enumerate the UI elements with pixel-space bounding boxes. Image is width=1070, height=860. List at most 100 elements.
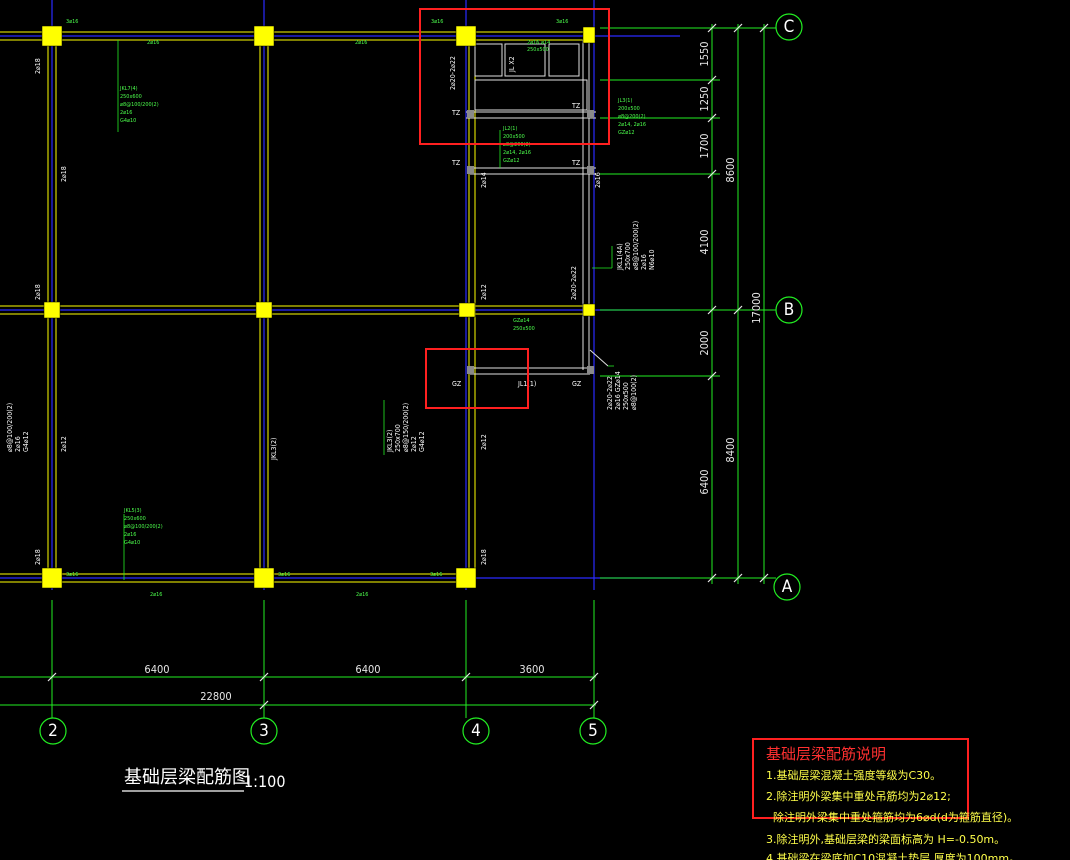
dim-right-2000: 2000 — [698, 330, 711, 355]
col-label-6: 2⌀12 — [480, 434, 488, 450]
rebar-label-a: 2⌀20-2⌀22 — [449, 56, 457, 90]
dim-right-1550: 1550 — [698, 41, 711, 66]
jkl7-line-2: 250x600 — [120, 94, 142, 100]
label-top-bar-c: 3⌀16 — [556, 19, 568, 25]
gz-line-2: 250x500 — [513, 326, 535, 332]
label-bot-bar-a: 2⌀16 — [147, 40, 159, 46]
col-label-2: 2⌀18 — [34, 284, 42, 300]
label-bottom-3b: 3⌀16 — [278, 572, 290, 578]
col-label-3: 2⌀18 — [34, 549, 42, 565]
jl1b-line-2: 2⌀16 GZ⌀14 — [614, 371, 622, 410]
col-label-4: 2⌀18 — [60, 166, 68, 182]
jkl7-line-3: ⌀8@100/200(2) — [120, 102, 159, 108]
rebar-label-b: 2⌀20-2⌀22 — [570, 266, 578, 300]
jl1b-line-4: ⌀8@100(2) — [630, 375, 638, 410]
drawing-scale: 1:100 — [244, 772, 285, 791]
jkl1-annotation: JKL1(4A) 250x700 ⌀8@100/200(2) 2⌀16 N6⌀1… — [616, 221, 656, 271]
jlx2-label: JL X2 — [508, 56, 516, 73]
highlight-boxes — [419, 8, 969, 819]
jkl3-annotation: JKL3(2) 250x700 ⌀8@150/200(2) 2⌀12 G4⌀12 — [386, 403, 426, 453]
col-label-7: 2⌀12 — [480, 284, 488, 300]
label-bottom-2a: 2⌀16 — [150, 592, 162, 598]
gz-label-1: GZ — [452, 380, 462, 388]
label-top-bar-b: 3⌀16 — [431, 19, 443, 25]
jkl1-line-1: JKL1(4A) — [616, 243, 624, 271]
gz-label-2: GZ — [572, 380, 582, 388]
gz-annotation: GZ⌀14 250x500 — [513, 318, 535, 332]
col-label-1: 2⌀18 — [34, 58, 42, 74]
side-left-line-1: ⌀8@100/200(2) — [6, 403, 14, 452]
beam-lines — [0, 31, 592, 583]
side-left-annotation: ⌀8@100/200(2) 2⌀16 G4⌀12 — [6, 403, 30, 452]
jkl3-line-3: ⌀8@150/200(2) — [402, 403, 410, 452]
jkl5-line-2: 250x600 — [124, 516, 146, 522]
leader-lines — [117, 40, 614, 580]
jkl5-line-4: 2⌀16 — [124, 532, 136, 538]
jkl1-line-2: 250x700 — [624, 242, 632, 270]
axis-label-4: 4 — [471, 721, 481, 741]
jkl3-line-1: JKL3(2) — [386, 430, 394, 453]
notes-line-3: 除注明外梁集中重处箍筋均为6⌀d(d为箍筋直径)。 — [766, 810, 1018, 824]
notes-line-1: 1.基础层梁混凝土强度等级为C30。 — [766, 768, 941, 782]
dimension-lines — [0, 24, 776, 718]
jl-small-annotation: 2⌀16 ⌀14 250x500 — [527, 40, 550, 53]
notes-panel: 基础层梁配筋说明 1.基础层梁混凝土强度等级为C30。 2.除注明外梁集中重处吊… — [766, 745, 1020, 860]
axis-label-2: 2 — [48, 721, 58, 741]
jkl1-line-3: ⌀8@100/200(2) — [632, 221, 640, 270]
jkl7-line-4: 2⌀16 — [120, 110, 132, 116]
side-left-line-3: G4⌀12 — [22, 431, 30, 452]
jl2-line-2: 200x500 — [503, 134, 525, 140]
rebar-label-d: 2⌀16 — [594, 172, 602, 188]
jl1b-annotation: 2⌀20-2⌀22 2⌀16 GZ⌀14 250x500 ⌀8@100(2) — [606, 371, 638, 410]
dim-bottom-total: 22800 — [200, 690, 231, 703]
dim-right-8600: 8600 — [724, 157, 737, 182]
highlight-box-top — [419, 8, 610, 145]
jl3-line-3: ⌀8@200(2) — [618, 114, 646, 120]
axis-grid — [0, 0, 680, 590]
dim-right-8400: 8400 — [724, 437, 737, 462]
jl-small-line-1: 2⌀16 ⌀14 — [527, 40, 550, 46]
jl3-line-1: JL3(1) — [617, 98, 632, 104]
secondary-beams — [466, 40, 609, 375]
jkl3-line-2: 250x700 — [394, 424, 402, 452]
highlight-box-notes — [752, 738, 969, 819]
jkl5-line-3: ⌀8@100/200(2) — [124, 524, 163, 530]
label-bot-bar-b: 2⌀16 — [355, 40, 367, 46]
small-posts — [467, 110, 594, 374]
dim-right-total: 17000 — [750, 292, 763, 323]
notes-title: 基础层梁配筋说明 — [766, 745, 886, 763]
jl-small-line-2: 250x500 — [527, 47, 549, 53]
jkl7-annotation: JKL7(4) 250x600 ⌀8@100/200(2) 2⌀16 G4⌀10 — [119, 86, 159, 124]
columns — [41, 25, 596, 589]
label-bottom-2b: 2⌀16 — [356, 592, 368, 598]
label-bottom-3a: 3⌀16 — [66, 572, 78, 578]
jl3-line-2: 200x500 — [618, 106, 640, 112]
highlight-box-mid — [425, 348, 529, 409]
gz-line-1: GZ⌀14 — [513, 318, 530, 324]
axis-label-B: B — [784, 300, 795, 320]
drawing-title: 基础层梁配筋图 — [124, 767, 250, 788]
axis-label-3: 3 — [259, 721, 269, 741]
col-label-5: 2⌀12 — [60, 436, 68, 452]
dim-right-6400: 6400 — [698, 469, 711, 494]
side-left-line-2: 2⌀16 — [14, 436, 22, 452]
jl2-line-4: 2⌀14, 2⌀16 — [503, 150, 531, 156]
jkl1-line-5: N6⌀10 — [648, 249, 656, 270]
axis-label-A: A — [782, 577, 793, 597]
notes-line-4: 3.除注明外,基础层梁的梁面标高为 H=-0.50m。 — [766, 832, 1005, 846]
jkl3-line-4: 2⌀12 — [410, 436, 418, 452]
jl2-line-1: JL2(1) — [502, 126, 517, 132]
tz-label-2: TZ — [571, 102, 581, 110]
dim-bottom-1: 6400 — [144, 663, 169, 676]
jl3-annotation: JL3(1) 200x500 ⌀8@200(2) 2⌀14, 2⌀16 GZ⌀1… — [617, 98, 646, 136]
jl3-line-5: GZ⌀12 — [618, 130, 635, 136]
jkl5-line-1: JKL5(3) — [123, 508, 142, 514]
tz-label-1: TZ — [451, 109, 461, 117]
dim-right-1250: 1250 — [698, 86, 711, 111]
jkl7-line-1: JKL7(4) — [119, 86, 138, 92]
axis-label-5: 5 — [588, 721, 598, 741]
rebar-label-c: 2⌀14 — [480, 172, 488, 188]
jkl7-line-5: G4⌀10 — [120, 118, 136, 124]
jkl3-mid-label: JKL3(2) — [270, 438, 278, 461]
notes-line-5: 4.基础梁在梁底加C10混凝土垫层,厚度为100mm。 — [766, 851, 1020, 860]
